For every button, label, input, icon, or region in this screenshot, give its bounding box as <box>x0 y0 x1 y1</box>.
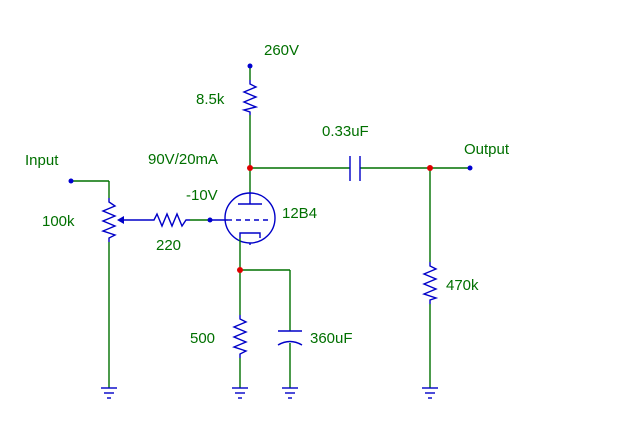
cathode-cap-label: 360uF <box>310 330 353 347</box>
output-terminal <box>467 165 473 171</box>
cathode-resistor <box>232 315 248 358</box>
grid-resistor <box>150 212 190 228</box>
load-resistor <box>422 262 439 304</box>
potentiometer <box>101 198 117 242</box>
cathode-wires <box>239 269 291 388</box>
supply-voltage-label: 260V <box>264 42 299 59</box>
triode-tube <box>224 192 276 245</box>
pot-label: 100k <box>42 213 75 230</box>
load-resistor-label: 470k <box>446 277 479 294</box>
grid-resistor-label: 220 <box>156 237 181 254</box>
pot-ground-icon <box>101 387 117 399</box>
input-label: Input <box>25 152 59 169</box>
plate-junction <box>247 165 253 171</box>
cap-ground-icon <box>282 387 298 399</box>
tube-label: 12B4 <box>282 205 317 222</box>
plate-point-label: 90V/20mA <box>148 151 218 168</box>
supply-terminal <box>247 63 253 69</box>
load-ground-icon <box>422 387 438 399</box>
wiper-arrow <box>117 216 124 224</box>
coupling-capacitor <box>349 156 361 181</box>
coupling-cap-label: 0.33uF <box>322 123 369 140</box>
output-label: Output <box>464 141 510 158</box>
output-junction <box>427 165 433 171</box>
cathode-junction <box>237 267 243 273</box>
output-wires <box>250 167 470 388</box>
plate-resistor <box>241 80 259 115</box>
input-wires <box>71 180 110 388</box>
input-terminal <box>68 178 74 184</box>
plate-resistor-label: 8.5k <box>196 91 225 108</box>
grid-voltage-label: -10V <box>186 187 218 204</box>
cathode-capacitor <box>277 330 303 346</box>
cathode-ground-icon <box>232 387 248 399</box>
cathode-resistor-label: 500 <box>190 330 215 347</box>
